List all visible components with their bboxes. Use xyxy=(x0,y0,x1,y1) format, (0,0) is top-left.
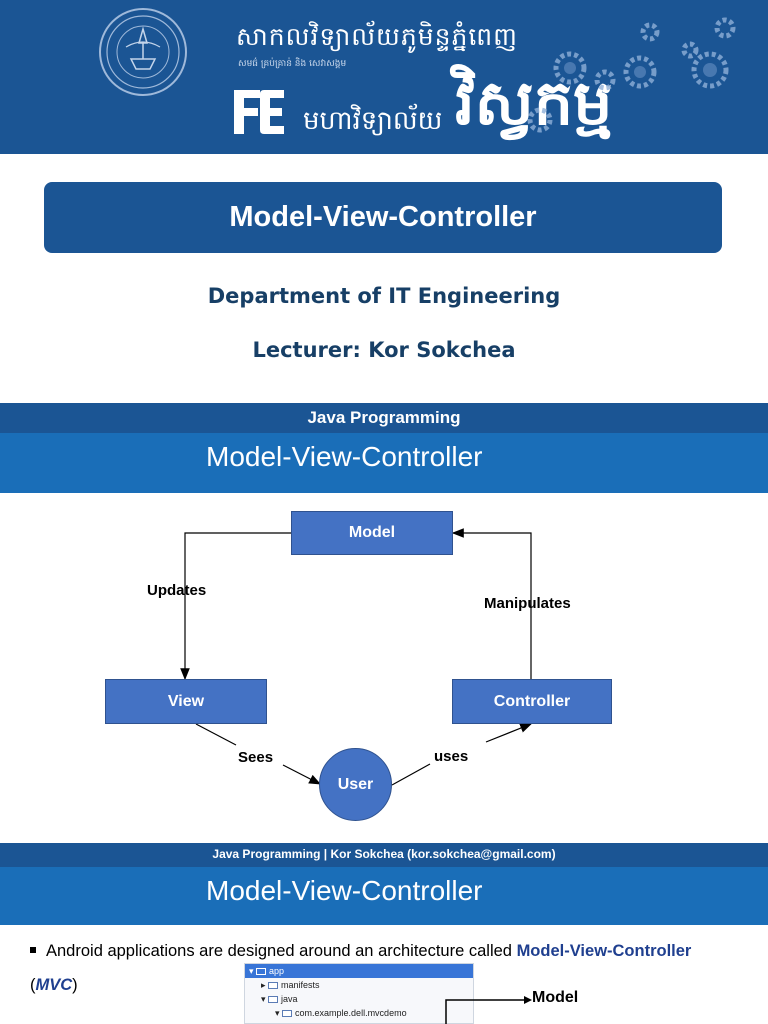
sees-label: Sees xyxy=(238,749,274,766)
updates-label: Updates xyxy=(147,582,207,599)
project-tree: ▾ app ▸ manifests ▾ java ▾ com.example.d… xyxy=(244,963,474,1024)
folder-icon xyxy=(268,982,279,989)
faculty-engineering-logo-icon xyxy=(234,90,284,134)
view-node: View xyxy=(105,679,267,724)
tree-item-package[interactable]: ▾ com.example.dell.mvcdemo xyxy=(275,1008,407,1018)
university-banner: សាកលវិទ្យាល័យភូមិន្ទភ្នំពេញ សមធ៌ គ្រប់គ្… xyxy=(0,0,768,154)
department-name: Department of IT Engineering xyxy=(207,284,561,308)
diagram-connectors xyxy=(180,528,533,786)
university-name-khmer: សាកលវិទ្យាល័យភូមិន្ទភ្នំពេញ xyxy=(236,22,518,51)
user-node: User xyxy=(319,748,392,821)
tree-item-app[interactable]: ▾ app xyxy=(245,964,473,978)
model-pointer-arrow xyxy=(445,996,532,1024)
manipulates-arrow xyxy=(451,528,532,679)
slide-title-bar: Model-View-Controller xyxy=(0,433,768,493)
bullet-paren-close: ) xyxy=(72,976,78,994)
mvc-diagram: Model View Controller User Updates Manip… xyxy=(0,493,768,843)
gears-decoration-icon xyxy=(527,17,736,133)
slide-footer: Java Programming | Kor Sokchea (kor.sokc… xyxy=(0,843,768,867)
bullet-abbr: MVC xyxy=(35,976,73,994)
uses-line-a xyxy=(391,763,431,786)
updates-arrow xyxy=(180,532,291,681)
course-header: Java Programming xyxy=(0,403,768,433)
presentation-title: Model-View-Controller xyxy=(229,201,537,233)
presentation-title-box: Model-View-Controller xyxy=(44,182,722,253)
uses-label: uses xyxy=(434,748,469,765)
university-seal-icon xyxy=(99,8,187,96)
bullet-paren-open: ( xyxy=(30,976,36,994)
tree-item-manifests[interactable]: ▸ manifests xyxy=(261,980,320,990)
slide2-title: Model-View-Controller xyxy=(206,875,483,906)
controller-node: Controller xyxy=(452,679,612,724)
manipulates-label: Manipulates xyxy=(484,595,571,612)
slide-title: Model-View-Controller xyxy=(206,441,483,472)
bullet-highlight: Model-View-Controller xyxy=(516,942,692,960)
bullet-marker xyxy=(30,947,36,953)
slide2-title-bar: Model-View-Controller xyxy=(0,867,768,925)
bullet-text: Android applications are designed around… xyxy=(30,934,750,1002)
model-label: Model xyxy=(532,989,579,1006)
folder-icon xyxy=(268,996,279,1003)
tree-item-java[interactable]: ▾ java xyxy=(261,994,298,1004)
sees-line-a xyxy=(195,723,237,746)
university-motto-khmer: សមធ៌ គ្រប់គ្រាន់ និង សេវាសង្គម xyxy=(238,59,347,69)
faculty-name-khmer: មហាវិទ្យាល័យ xyxy=(303,106,443,136)
bullet-prefix: Android applications are designed around… xyxy=(46,942,517,960)
sees-line-b xyxy=(282,764,322,785)
model-node: Model xyxy=(291,511,453,555)
package-icon xyxy=(282,1010,293,1017)
folder-icon xyxy=(256,968,267,975)
uses-line-b xyxy=(485,723,533,743)
lecturer-name: Lecturer: Kor Sokchea xyxy=(252,338,516,362)
